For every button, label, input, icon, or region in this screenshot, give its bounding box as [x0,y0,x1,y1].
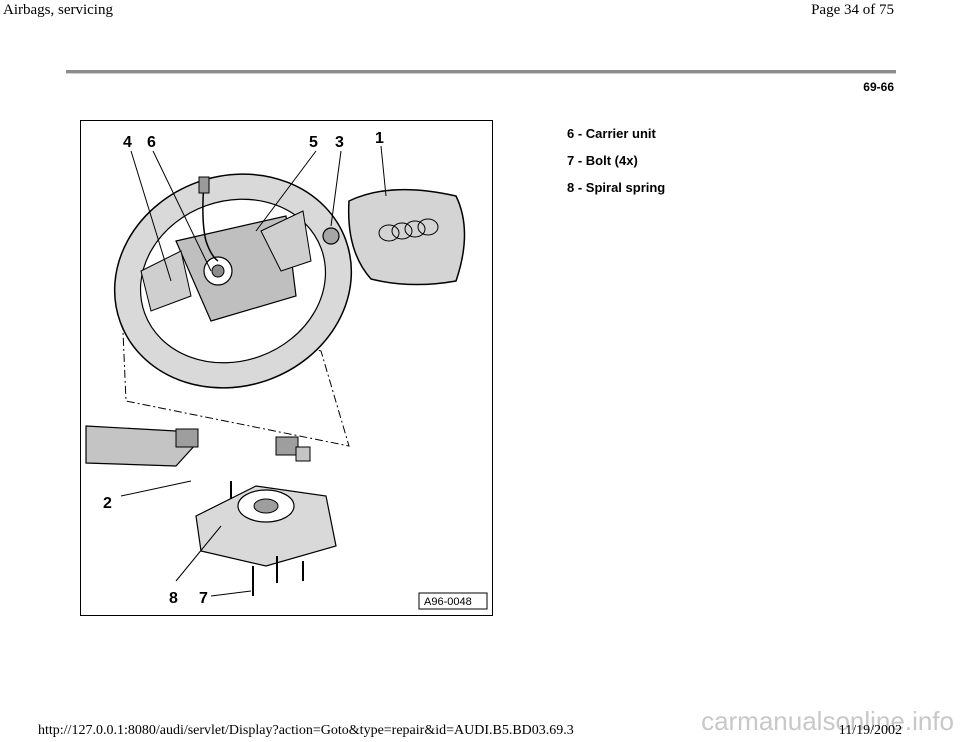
legend-item-bolt: 7 - Bolt (4x) [567,153,638,168]
legend-item-spiral-spring: 8 - Spiral spring [567,180,666,195]
watermark: carmanualsonline.info [701,706,954,736]
legend-item-carrier-unit: 6 - Carrier unit [567,126,656,141]
header-rule [66,70,896,74]
figure-ref-box [418,592,488,610]
legend-list: 6 - Carrier unit 7 - Bolt (4x) 8 - Spira… [567,125,665,206]
callout-8: 8 [169,590,178,607]
figure-ref-code: A96-0048 [424,596,472,608]
callout-6: 6 [147,134,156,151]
steering-wheel-figure: 4 6 5 3 1 2 8 7 A96-0048 [80,120,493,616]
callout-3: 3 [335,134,344,151]
page-indicator: Page 34 of 75 [811,2,894,18]
exploded-view-drawing: 4 6 5 3 1 2 8 7 A96-0048 [85,130,488,610]
document-title: Airbags, servicing [3,2,113,18]
footer-date: 11/19/2002 [838,723,902,738]
callout-7: 7 [199,590,208,607]
callout-2: 2 [103,495,112,512]
callout-5: 5 [309,134,318,151]
footer-url: http://127.0.0.1:8080/audi/servlet/Displ… [38,723,574,738]
callout-1: 1 [375,130,384,147]
callout-4: 4 [123,134,132,151]
page-code: 69-66 [863,80,894,94]
